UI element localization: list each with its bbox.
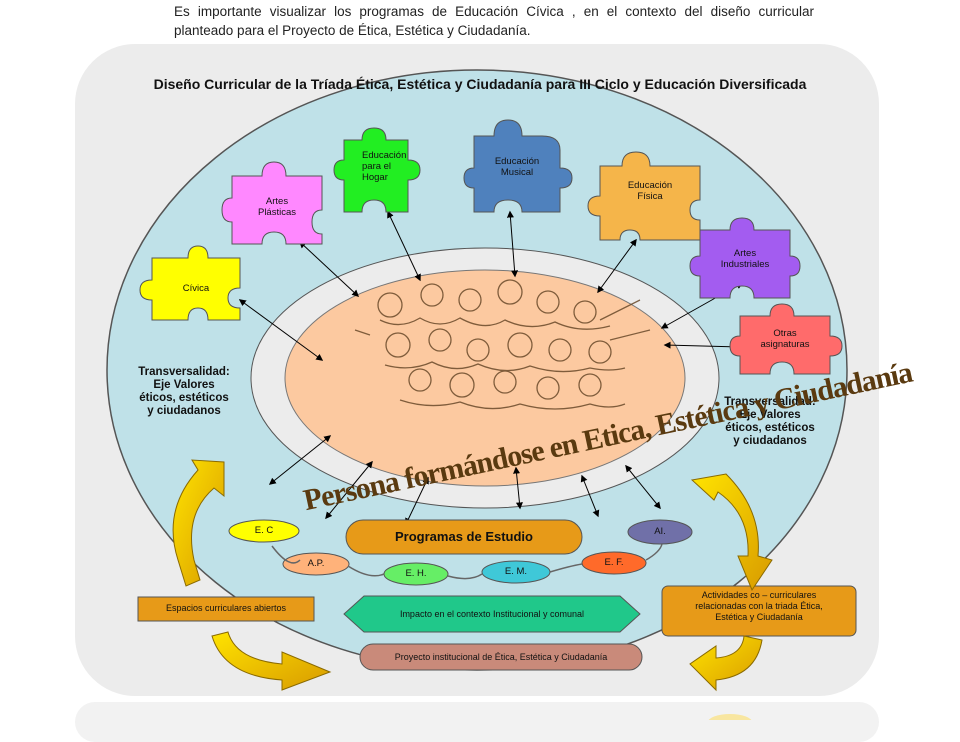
diagram-title: Diseño Curricular de la Tríada Ética, Es… (153, 76, 807, 92)
diagram-canvas (106, 69, 857, 720)
programas-label: Programas de Estudio (395, 529, 533, 544)
children-sketch (354, 279, 651, 410)
puzzle-educacion-musical (463, 119, 573, 213)
oval-ef (581, 551, 647, 575)
caption: Es importante visualizar los programas d… (174, 4, 814, 38)
programas-box (345, 519, 583, 555)
oval-ec-label: E. C (254, 525, 274, 536)
label-civica: Cívica (182, 283, 210, 294)
puzzle-otras-asignaturas (729, 303, 843, 375)
impacto-hexagon (343, 595, 641, 633)
label-artes-industriales: Artes Industriales (720, 248, 770, 270)
actividades-label: Actividades co – curriculares relacionad… (695, 590, 823, 622)
puzzle-educacion-hogar (333, 127, 421, 213)
oval-ap-label: A.P. (307, 558, 325, 569)
oval-eh-label: E. H. (405, 568, 427, 579)
proyecto-label: Proyecto institucional de Ética, Estétic… (394, 652, 608, 662)
curved-arrow-bottom-right (689, 635, 763, 692)
oval-ap (282, 552, 350, 576)
transversalidad-right: Transversalidad: Eje Valores éticos, est… (724, 396, 816, 447)
espacios-label: Espacios curriculares abiertos (165, 603, 287, 613)
label-educacion-hogar: Educación para el Hogar (362, 150, 407, 183)
label-artes-plasticas: Artes Plásticas (257, 196, 296, 218)
curved-arrow-bottom-left (211, 631, 332, 691)
curved-arrow-right (690, 473, 773, 592)
espacios-box (137, 596, 315, 622)
label-educacion-musical: Educación Musical (494, 156, 540, 178)
label-otras-asignaturas: Otras asignaturas (760, 328, 810, 350)
curved-arrow-left (172, 459, 225, 587)
puzzle-artes-plasticas (221, 161, 323, 245)
gold-peek (708, 714, 752, 720)
puzzle-civica (139, 245, 241, 321)
actividades-box (661, 585, 857, 637)
connector-curve (271, 543, 663, 580)
transversalidad-left: Transversalidad: Eje Valores éticos, est… (138, 366, 230, 417)
oval-ec (228, 519, 300, 543)
proyecto-box (359, 643, 643, 671)
oval-ef-label: E. F. (604, 557, 624, 568)
impacto-label: Impacto en el contexto Institucional y c… (399, 609, 585, 619)
oval-ai (627, 519, 693, 545)
center-oval (284, 269, 686, 487)
oval-em-label: E. M. (504, 566, 528, 577)
label-educacion-fisica: Educación Física (627, 180, 673, 202)
oval-ai-label: AI. (654, 526, 666, 537)
puzzle-artes-industriales (689, 217, 801, 299)
